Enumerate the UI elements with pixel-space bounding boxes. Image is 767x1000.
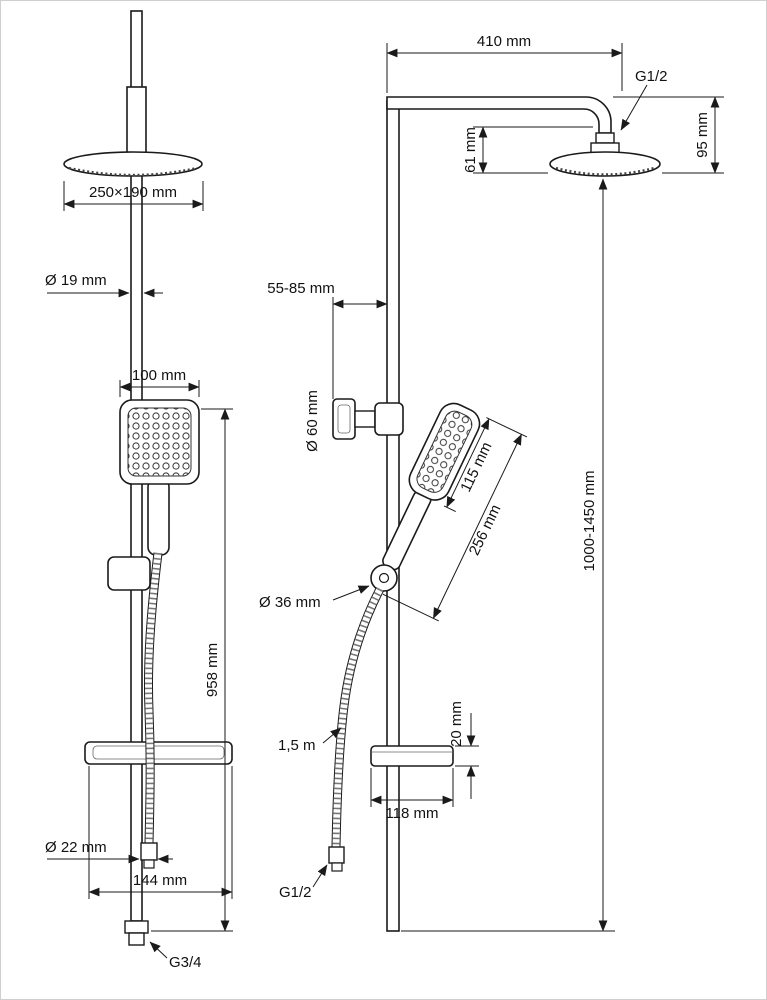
- rain-head-front: [63, 151, 203, 177]
- label-hose-thread: G1/2: [279, 864, 328, 901]
- shower-arm: [386, 96, 612, 134]
- shelf-thickness-label: 20 mm: [448, 701, 465, 747]
- inlet-nut: [124, 920, 149, 934]
- arm-height-label: 95 mm: [694, 112, 711, 158]
- hose-thread-label: G1/2: [279, 884, 312, 901]
- head-size-label: 250×190 mm: [89, 184, 177, 201]
- holder-ring-inner: [378, 572, 390, 584]
- bar-height-label: 958 mm: [204, 643, 221, 697]
- handset-length-label: 256 mm: [466, 502, 505, 558]
- dim-arm-reach: 410 mm: [386, 33, 623, 93]
- label-holder-diameter: Ø 36 mm: [259, 585, 370, 611]
- dim-arm-height: 95 mm: [613, 96, 724, 174]
- dim-shelf-width: 118 mm: [370, 768, 454, 822]
- head-thread-label: G1/2: [635, 68, 668, 85]
- escutcheon-diameter-label: Ø 60 mm: [304, 390, 321, 452]
- rain-head-nozzle-band: [68, 166, 198, 177]
- label-escutcheon: Ø 60 mm: [304, 390, 321, 452]
- hose-nut-side: [328, 846, 345, 864]
- shower-hose-front: [143, 552, 163, 844]
- base-width-label: 144 mm: [133, 872, 187, 889]
- hose-length-label: 1,5 m: [278, 737, 316, 754]
- hose-nut-front: [140, 842, 158, 861]
- column-height-label: 1000-1450 mm: [581, 471, 598, 572]
- hose-nut-diameter-label: Ø 22 mm: [45, 839, 107, 856]
- dim-pipe-diameter: Ø 19 mm: [45, 272, 163, 298]
- dim-shelf-thickness: 20 mm: [448, 701, 479, 799]
- dim-handset-width: 100 mm: [119, 367, 200, 397]
- holder-ring: [370, 564, 398, 592]
- front-view: [63, 10, 233, 946]
- shelf-front: [84, 741, 233, 765]
- label-inlet-thread: G3/4: [149, 941, 202, 971]
- dim-head-size: 250×190 mm: [63, 181, 204, 211]
- hose-nut-tip-side: [331, 862, 343, 872]
- dim-hose-nut-diameter: Ø 22 mm: [45, 839, 173, 864]
- shower-hose-side: [331, 586, 385, 848]
- shelf-width-label: 118 mm: [385, 805, 438, 822]
- slider-bracket-front: [107, 556, 151, 591]
- arm-nut-upper: [595, 132, 615, 144]
- inlet-nut-lower: [128, 932, 145, 946]
- rain-head-side: [549, 151, 661, 177]
- arm-reach-label: 410 mm: [477, 33, 531, 50]
- dim-base-width: 144 mm: [88, 766, 233, 899]
- dim-column-height: 1000-1450 mm: [401, 178, 615, 932]
- pipe-clamp: [374, 402, 404, 436]
- label-hose-length: 1,5 m: [278, 727, 342, 754]
- dim-wall-offset: 55-85 mm: [267, 280, 388, 399]
- handset-width-label: 100 mm: [132, 367, 186, 384]
- wall-flange-inner: [337, 404, 351, 434]
- wall-offset-label: 55-85 mm: [267, 280, 335, 297]
- front-dimensions: 250×190 mm Ø 19 mm 100 mm 958 mm Ø 22 mm: [45, 181, 233, 971]
- dim-bar-height: 958 mm: [151, 408, 233, 932]
- label-head-thread: G1/2: [620, 68, 668, 131]
- head-drop-label: 61 mm: [462, 127, 479, 173]
- bracket-arm: [354, 410, 376, 428]
- inlet-thread-label: G3/4: [169, 954, 202, 971]
- dim-head-drop: 61 mm: [462, 126, 593, 174]
- hose-nut-tip-front: [143, 859, 155, 869]
- rain-head-side-nozzle-band: [555, 166, 655, 176]
- hand-shower-nozzle-face: [127, 407, 192, 477]
- shelf-side: [370, 745, 454, 767]
- holder-diameter-label: Ø 36 mm: [259, 594, 321, 611]
- hand-shower-handle-front: [147, 478, 170, 556]
- head-connector-front: [126, 86, 147, 156]
- pipe-diameter-label: Ø 19 mm: [45, 272, 107, 289]
